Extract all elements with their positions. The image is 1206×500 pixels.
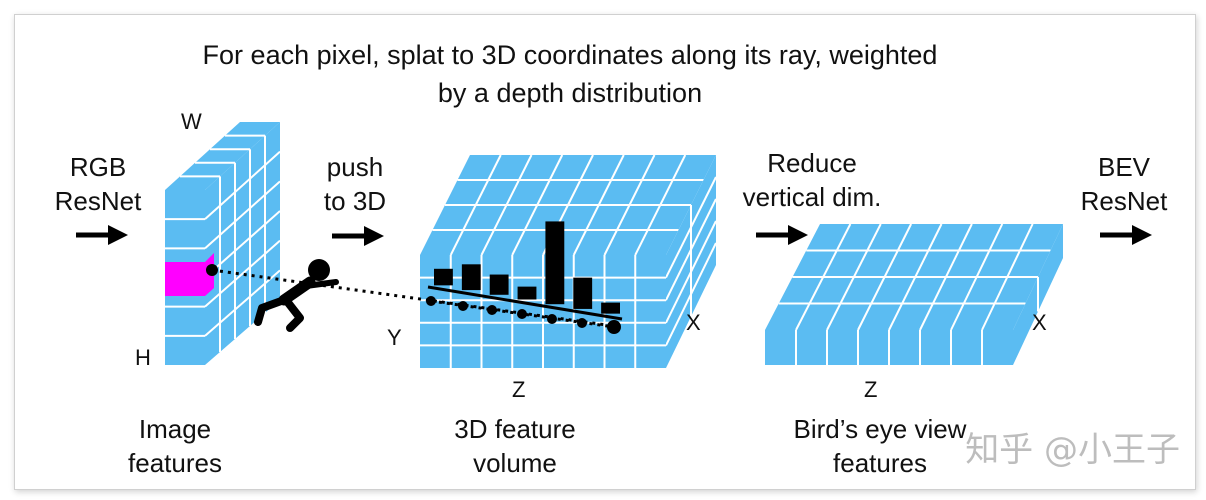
- volume-side-gridline: [665, 242, 717, 346]
- image-top-face: [165, 122, 280, 190]
- volume-side-gridline: [665, 198, 717, 301]
- person-leg-front: [282, 296, 304, 332]
- bev-features-line2: features: [833, 448, 927, 478]
- ray-sample-dot: [487, 305, 497, 315]
- push-stage-label: push to 3D: [310, 150, 400, 218]
- ray-origin-dot: [206, 264, 218, 276]
- output-stage-line2: ResNet: [1080, 186, 1168, 216]
- depth-bar: [573, 277, 593, 309]
- bev-features-caption: Bird’s eye view features: [760, 412, 1000, 480]
- depth-bar: [545, 221, 565, 305]
- bev-axis-x-label: X: [1032, 310, 1047, 335]
- volume-axis-z-label: Z: [512, 377, 526, 402]
- arrow-right-icon: [756, 225, 808, 245]
- feature-volume-line2: volume: [473, 448, 557, 478]
- person-leg-back: [254, 296, 288, 326]
- image-features-line2: features: [128, 448, 222, 478]
- input-stage-line2: ResNet: [54, 186, 142, 216]
- depth-bar: [461, 264, 481, 291]
- depth-baseline: [427, 285, 623, 321]
- person-arm: [303, 279, 339, 289]
- depth-bar: [517, 286, 537, 300]
- camera-ray: [206, 264, 621, 334]
- depth-bar: [489, 274, 509, 295]
- ray-line: [211, 268, 615, 328]
- depth-bar: [434, 268, 453, 286]
- feature-volume-line1: 3D feature: [454, 414, 576, 444]
- input-stage-label: RGB ResNet: [48, 150, 148, 218]
- axis-w-label: W: [181, 109, 202, 134]
- arrow-right-icon: [76, 225, 128, 245]
- feature-volume-grid: [420, 154, 717, 368]
- watermark-text: 知乎 @小王子: [965, 430, 1180, 470]
- image-side-gridline: [204, 210, 281, 279]
- input-stage-line1: RGB: [69, 152, 127, 182]
- depth-distribution-bars: [427, 221, 623, 321]
- feature-volume-caption: 3D feature volume: [420, 412, 610, 480]
- image-side-gridline: [204, 150, 281, 220]
- ray-sample-dot: [517, 309, 527, 319]
- volume-axis-y-label: Y: [387, 325, 402, 350]
- highlighted-pixel: [165, 262, 205, 296]
- diagram-title: For each pixel, splat to 3D coordinates …: [202, 40, 938, 108]
- bev-axis-z-label: Z: [864, 377, 878, 402]
- image-features-caption: Image features: [100, 412, 250, 480]
- volume-side-gridline: [665, 220, 717, 324]
- volume-side-gridline: [665, 176, 717, 279]
- reduce-stage-label: Reduce vertical dim.: [722, 146, 902, 214]
- output-stage-line1: BEV: [1097, 152, 1151, 182]
- image-features-line1: Image: [138, 414, 212, 444]
- reduce-stage-line1: Reduce: [767, 148, 857, 178]
- ray-sample-line: [430, 299, 615, 329]
- person-head: [308, 259, 330, 281]
- bev-features-line1: Bird’s eye view: [793, 414, 967, 444]
- reduce-stage-line2: vertical dim.: [742, 182, 882, 212]
- axis-h-label: H: [135, 345, 151, 370]
- bev-feature-grid: [765, 223, 1063, 365]
- image-side-gridline: [204, 180, 281, 250]
- image-side-gridline: [204, 269, 281, 337]
- output-stage-label: BEV ResNet: [1072, 150, 1176, 218]
- pushing-person-icon: [254, 259, 339, 332]
- depth-bar: [601, 302, 620, 314]
- volume-axis-x-label: X: [686, 310, 701, 335]
- push-stage-line1: push: [326, 152, 384, 182]
- image-feature-grid: [165, 122, 281, 365]
- push-stage-line2: to 3D: [323, 186, 387, 216]
- arrow-right-icon: [332, 226, 384, 246]
- arrow-right-icon: [1100, 225, 1152, 245]
- image-side-gridline: [204, 239, 281, 308]
